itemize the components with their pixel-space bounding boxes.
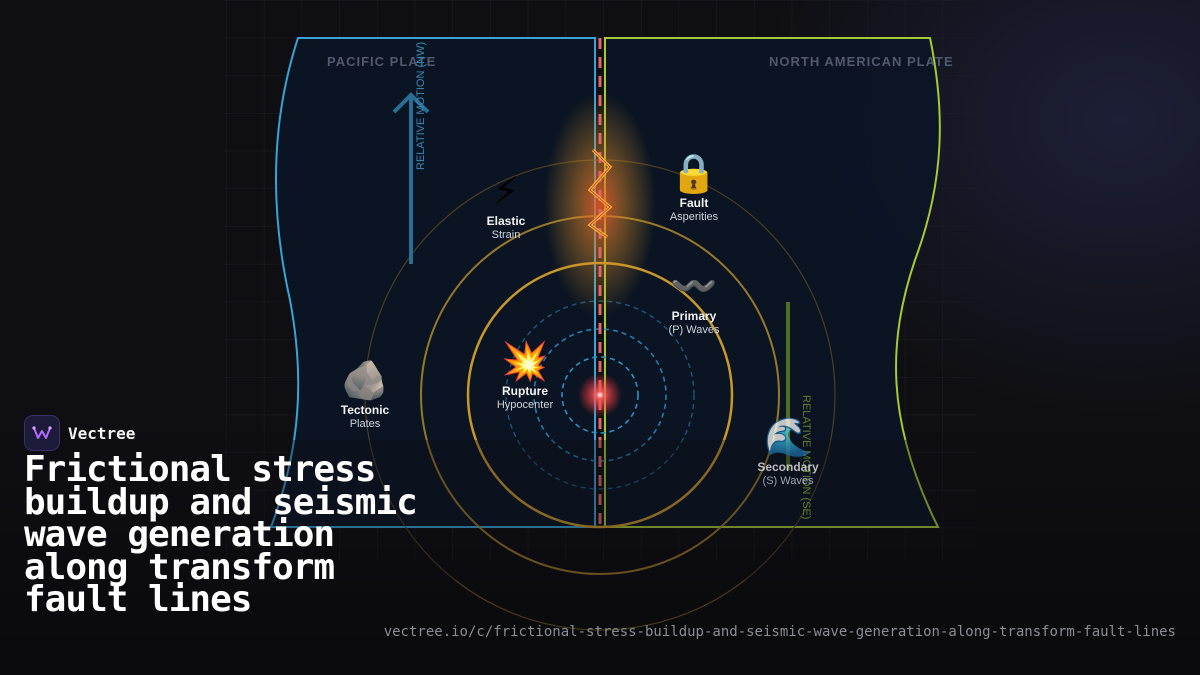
secondary-waves-title: Secondary (757, 460, 819, 474)
elastic-strain-title: Elastic (486, 214, 526, 228)
tectonic-plates-subtitle: Plates (349, 418, 381, 430)
ocean-wave-icon: 🌊 (764, 417, 812, 459)
brand-name: Vectree (68, 423, 136, 443)
north-american-plate-shape (604, 37, 941, 528)
page-title: Frictional stress buildup and seismic wa… (24, 449, 418, 620)
hypocenter-glow (578, 373, 622, 417)
pacific-plate-label: PACIFIC PLATE (327, 54, 437, 69)
rupture-hypocenter-title: Rupture (502, 384, 548, 398)
primary-waves-title: Primary (671, 309, 717, 323)
fault-asperities-title: Fault (679, 196, 709, 210)
lightning-icon: ⚡ (492, 171, 520, 213)
secondary-waves-subtitle: (S) Waves (762, 475, 814, 487)
pacific-motion-arrow (392, 92, 430, 264)
primary-waves-label: 〰️ Primary (P) Waves (624, 265, 764, 336)
north-american-plate-label: NORTH AMERICAN PLATE (769, 54, 954, 69)
rupture-hypocenter-label: 💥 Rupture Hypocenter (455, 340, 595, 411)
lock-icon: 🔒 (670, 153, 718, 195)
vectree-logo-icon (24, 415, 60, 451)
elastic-strain-label: ⚡ Elastic Strain (436, 170, 576, 241)
fault-asperities-label: 🔒 Fault Asperities (624, 152, 764, 223)
explosion-icon: 💥 (501, 341, 549, 383)
wave-ring-1 (561, 356, 639, 434)
brand: Vectree (24, 415, 135, 451)
stress-glow (544, 93, 656, 317)
primary-waves-subtitle: (P) Waves (668, 324, 720, 336)
secondary-waves-label: 🌊 Secondary (S) Waves (718, 416, 858, 487)
wave-squiggle-icon: 〰️ (670, 266, 718, 308)
pacific-plate-shape (269, 37, 596, 528)
slip-zigzag-inner (589, 149, 611, 238)
elastic-strain-subtitle: Strain (491, 229, 521, 241)
page-url[interactable]: vectree.io/c/frictional-stress-buildup-a… (383, 624, 1176, 640)
tectonic-plates-label: 🪨 Tectonic Plates (295, 359, 435, 430)
bottom-shade (224, 440, 976, 580)
rupture-hypocenter-subtitle: Hypocenter (496, 399, 554, 411)
tectonic-plates-title: Tectonic (340, 403, 390, 417)
fault-asperities-subtitle: Asperities (669, 211, 719, 223)
pacific-motion-label: RELATIVE MOTION (NW) (415, 41, 427, 170)
rock-icon: 🪨 (341, 360, 389, 402)
